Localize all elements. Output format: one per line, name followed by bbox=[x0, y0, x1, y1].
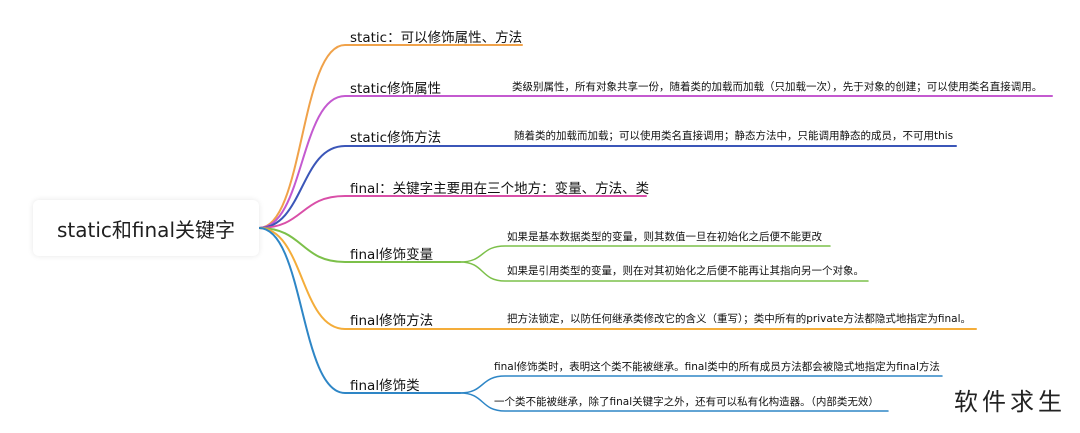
leaf-final-class-constructor: 一个类不能被继承，除了final关键字之外，还有可以私有化构造器。（内部类无效） bbox=[494, 394, 879, 409]
leaf-label: 一个类不能被继承，除了final关键字之外，还有可以私有化构造器。（内部类无效） bbox=[494, 396, 879, 408]
branch-label: final：关键字主要用在三个地方：变量、方法、类 bbox=[350, 181, 650, 197]
leaf-static-property-desc: 类级别属性，所有对象共享一份，随着类的加载而加载（只加载一次），先于对象的创建；… bbox=[512, 79, 1042, 94]
branch-final-method[interactable]: final修饰方法 bbox=[350, 309, 433, 329]
leaf-label: 随着类的加载而加载；可以使用类名直接调用；静态方法中，只能调用静态的成员，不可用… bbox=[514, 130, 954, 142]
branch-label: final修饰类 bbox=[350, 378, 420, 394]
watermark: 软件求生 bbox=[954, 388, 1066, 416]
leaf-label: 类级别属性，所有对象共享一份，随着类的加载而加载（只加载一次），先于对象的创建；… bbox=[512, 81, 1043, 93]
leaf-connector bbox=[459, 245, 831, 263]
branch-final-variable[interactable]: final修饰变量 bbox=[350, 243, 433, 263]
leaf-final-variable-primitive: 如果是基本数据类型的变量，则其数值一旦在初始化之后便不能更改 bbox=[507, 229, 822, 244]
branch-connector bbox=[258, 44, 523, 229]
leaf-static-method-desc: 随着类的加载而加载；可以使用类名直接调用；静态方法中，只能调用静态的成员，不可用… bbox=[514, 128, 953, 143]
branch-connector bbox=[258, 227, 461, 263]
leaf-label: 如果是基本数据类型的变量，则其数值一旦在初始化之后便不能更改 bbox=[507, 231, 822, 243]
branch-connector bbox=[258, 145, 957, 229]
leaf-connector bbox=[459, 392, 889, 412]
branch-connector bbox=[258, 227, 461, 394]
branch-static-method[interactable]: static修饰方法 bbox=[350, 126, 441, 146]
root-node[interactable]: static和final关键字 bbox=[33, 200, 259, 256]
leaf-connector bbox=[459, 375, 943, 394]
leaf-final-method-desc: 把方法锁定，以防任何继承类修改它的含义（重写）；类中所有的private方法都隐… bbox=[507, 311, 971, 326]
branch-label: final修饰变量 bbox=[350, 247, 434, 263]
branch-label: final修饰方法 bbox=[350, 313, 434, 329]
leaf-final-variable-reference: 如果是引用类型的变量，则在对其初始化之后便不能再让其指向另一个对象。 bbox=[507, 263, 864, 278]
branch-label: static：可以修饰属性、方法 bbox=[350, 30, 523, 46]
leaf-label: 把方法锁定，以防任何继承类修改它的含义（重写）；类中所有的private方法都隐… bbox=[507, 313, 971, 325]
branch-static-overview[interactable]: static：可以修饰属性、方法 bbox=[350, 26, 522, 46]
leaf-connector bbox=[459, 261, 869, 282]
leaf-label: 如果是引用类型的变量，则在对其初始化之后便不能再让其指向另一个对象。 bbox=[507, 265, 864, 277]
leaf-final-class-inherit: final修饰类时，表明这个类不能被继承。final类中的所有成员方法都会被隐式… bbox=[494, 359, 940, 374]
branch-static-property[interactable]: static修饰属性 bbox=[350, 77, 441, 97]
root-label: static和final关键字 bbox=[57, 217, 235, 242]
branch-final-overview[interactable]: final：关键字主要用在三个地方：变量、方法、类 bbox=[350, 177, 649, 197]
branch-final-class[interactable]: final修饰类 bbox=[350, 374, 420, 394]
branch-label: static修饰方法 bbox=[350, 130, 442, 146]
branch-connector bbox=[258, 95, 1053, 229]
leaf-label: final修饰类时，表明这个类不能被继承。final类中的所有成员方法都会被隐式… bbox=[494, 361, 940, 373]
branch-connector bbox=[258, 195, 647, 229]
branch-label: static修饰属性 bbox=[350, 81, 442, 97]
branch-connector bbox=[258, 227, 977, 330]
